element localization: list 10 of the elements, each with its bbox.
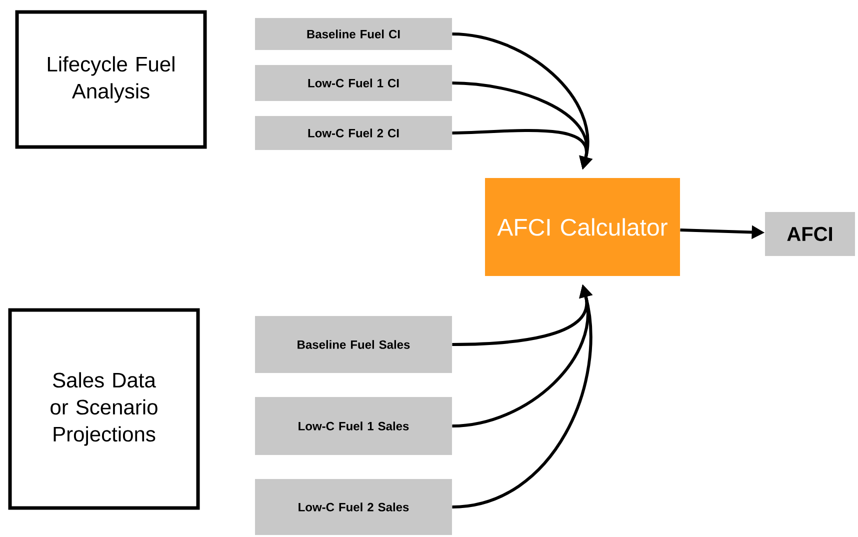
text-box: Sales Data or Scenario Projections xyxy=(8,308,200,510)
input-box: Low-C Fuel 1 Sales xyxy=(255,397,452,455)
input-box: Low-C Fuel 2 Sales xyxy=(255,479,452,535)
input-box: Low-C Fuel 1 CI xyxy=(255,65,452,101)
calculator-box: AFCI Calculator xyxy=(485,178,680,276)
input-box: Baseline Fuel CI xyxy=(255,18,452,50)
input-box: Baseline Fuel Sales xyxy=(255,316,452,373)
input-box: Low-C Fuel 2 CI xyxy=(255,116,452,150)
text-box: Lifecycle Fuel Analysis xyxy=(15,10,207,149)
output-box: AFCI xyxy=(765,212,855,256)
